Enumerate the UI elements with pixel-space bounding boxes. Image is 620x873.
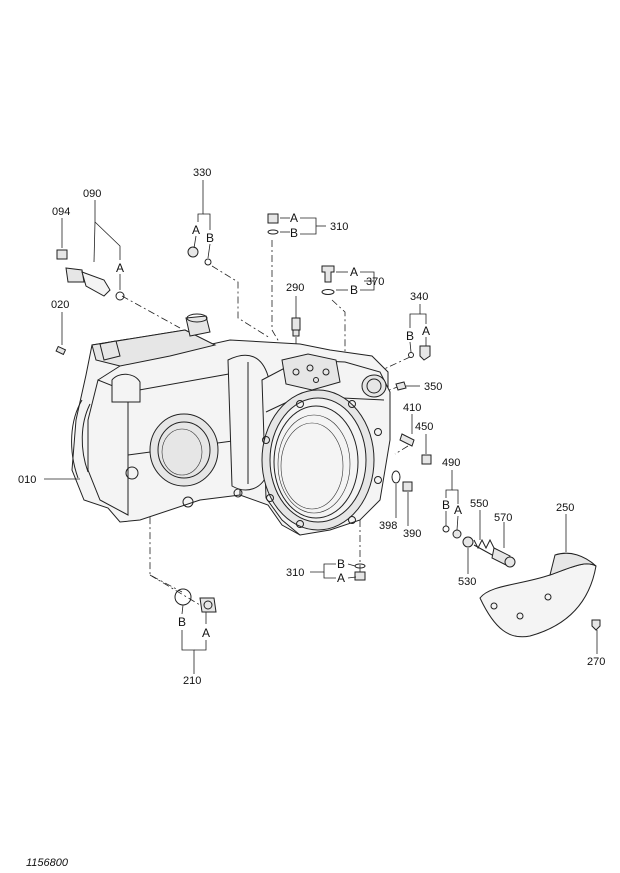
label-570: 570 bbox=[494, 512, 512, 524]
sub-label-b: B bbox=[442, 498, 450, 512]
sub-label-a: A bbox=[116, 261, 124, 275]
sub-labels: A A B A B A B B A B A B A B A bbox=[116, 211, 462, 640]
label-398: 398 bbox=[379, 520, 397, 532]
transmission-housing bbox=[71, 313, 391, 536]
part-020-pin bbox=[55, 345, 67, 356]
sub-label-b: B bbox=[406, 329, 414, 343]
label-250: 250 bbox=[556, 502, 574, 514]
part-094-bolt bbox=[56, 249, 68, 260]
label-530: 530 bbox=[458, 576, 476, 588]
sub-label-b: B bbox=[206, 231, 214, 245]
part-290-fitting bbox=[291, 317, 301, 337]
label-090: 090 bbox=[83, 188, 101, 200]
part-340-fitting bbox=[408, 345, 431, 361]
label-370: 370 bbox=[366, 276, 384, 288]
part-370-plug bbox=[321, 265, 335, 295]
part-570-plug bbox=[491, 547, 516, 568]
part-310-top-plug bbox=[267, 213, 279, 235]
part-270-bolt bbox=[591, 619, 601, 631]
part-530-ball bbox=[462, 536, 474, 548]
part-490-parts bbox=[442, 525, 462, 539]
label-340: 340 bbox=[410, 291, 428, 303]
part-450-plug bbox=[421, 454, 432, 465]
label-330: 330 bbox=[193, 167, 211, 179]
leader-lines bbox=[44, 180, 598, 674]
sub-label-b: B bbox=[178, 615, 186, 629]
sub-label-b: B bbox=[290, 226, 298, 240]
label-350: 350 bbox=[424, 381, 442, 393]
label-210: 210 bbox=[183, 675, 201, 687]
label-290: 290 bbox=[286, 282, 304, 294]
label-390: 390 bbox=[403, 528, 421, 540]
part-410-fitting bbox=[399, 433, 415, 447]
label-020: 020 bbox=[51, 299, 69, 311]
label-270: 270 bbox=[587, 656, 605, 668]
label-550: 550 bbox=[470, 498, 488, 510]
part-550-spring bbox=[473, 538, 495, 557]
part-330-plug bbox=[187, 246, 212, 266]
sub-label-b: B bbox=[350, 283, 358, 297]
part-210-plug bbox=[174, 588, 217, 613]
sub-label-a: A bbox=[422, 324, 430, 338]
figure-id: 1156800 bbox=[26, 857, 69, 869]
part-090-sensor bbox=[65, 267, 125, 301]
label-310-top: 310 bbox=[330, 221, 348, 233]
sub-label-b: B bbox=[337, 557, 345, 571]
sub-label-a: A bbox=[337, 571, 345, 585]
sub-label-a: A bbox=[350, 265, 358, 279]
label-490: 490 bbox=[442, 457, 460, 469]
label-310-bottom: 310 bbox=[286, 567, 304, 579]
part-250-cover bbox=[479, 552, 597, 638]
sub-label-a: A bbox=[192, 223, 200, 237]
sub-label-a: A bbox=[290, 211, 298, 225]
label-410: 410 bbox=[403, 402, 421, 414]
part-350-bolt bbox=[395, 381, 407, 391]
label-450: 450 bbox=[415, 421, 433, 433]
label-094: 094 bbox=[52, 206, 70, 218]
part-398-oring bbox=[391, 470, 401, 484]
sub-label-a: A bbox=[202, 626, 210, 640]
part-390-plug bbox=[402, 481, 413, 492]
part-labels: 330 090 094 310 370 290 340 020 350 410 … bbox=[18, 167, 605, 687]
sub-label-a: A bbox=[454, 503, 462, 517]
label-010: 010 bbox=[18, 474, 36, 486]
